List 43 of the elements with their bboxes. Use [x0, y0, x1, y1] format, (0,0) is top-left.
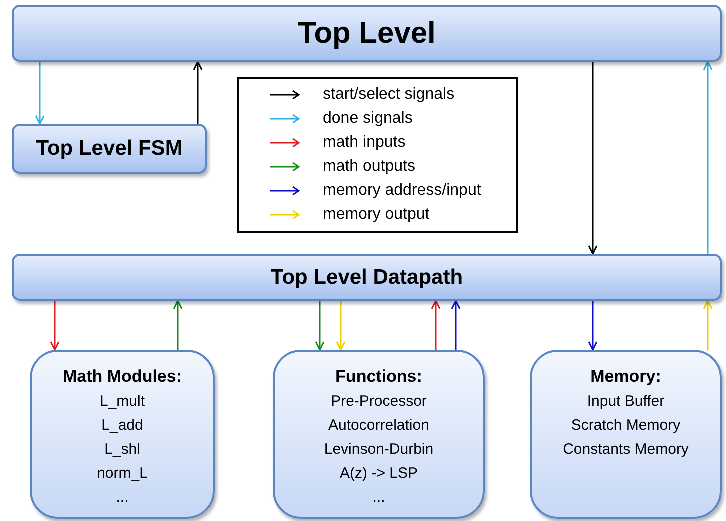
- legend-text: math outputs: [323, 157, 416, 177]
- list-item: A(z) -> LSP: [340, 464, 418, 484]
- module-box: [273, 350, 485, 519]
- arrow: [588, 301, 598, 351]
- list-item: L_add: [102, 416, 144, 436]
- block-box: [12, 5, 722, 62]
- list-item: Scratch Memory: [571, 416, 681, 436]
- legend-text: start/select signals: [323, 85, 455, 105]
- legend-text: math inputs: [323, 133, 406, 153]
- legend-text: memory output: [323, 205, 430, 225]
- arrow: [35, 62, 45, 125]
- block-box: [12, 254, 722, 301]
- list-item: norm_L: [97, 464, 148, 484]
- list-item: L_shl: [104, 440, 140, 460]
- list-item: Input Buffer: [587, 392, 665, 412]
- list-item: Levinson-Durbin: [324, 440, 434, 460]
- arrow: [703, 61, 713, 254]
- arrow: [336, 301, 346, 351]
- block-title: Functions:: [336, 366, 422, 388]
- arrow: [315, 301, 325, 351]
- arrow: [703, 300, 713, 350]
- legend-text: memory address/input: [323, 181, 482, 201]
- arrow: [451, 300, 461, 350]
- list-item: ...: [372, 488, 386, 508]
- list-item: Autocorrelation: [328, 416, 430, 436]
- block-title: Top Level FSM: [36, 136, 183, 162]
- list-item: ...: [116, 488, 129, 508]
- list-item: Pre-Processor: [331, 392, 427, 412]
- block-title: Math Modules:: [63, 366, 182, 388]
- block-title: Top Level: [298, 16, 436, 52]
- list-item: Constants Memory: [563, 440, 689, 460]
- arrow: [193, 61, 203, 124]
- block-title: Top Level Datapath: [270, 264, 464, 291]
- module-box: [530, 350, 722, 519]
- block-box: [12, 124, 207, 174]
- list-item: L_mult: [100, 392, 146, 412]
- module-box: [30, 350, 215, 519]
- arrow: [588, 62, 598, 255]
- arrow: [50, 301, 60, 351]
- legend-text: done signals: [323, 109, 413, 129]
- arrow: [431, 300, 441, 350]
- arrow: [173, 300, 183, 350]
- block-title: Memory:: [590, 366, 662, 388]
